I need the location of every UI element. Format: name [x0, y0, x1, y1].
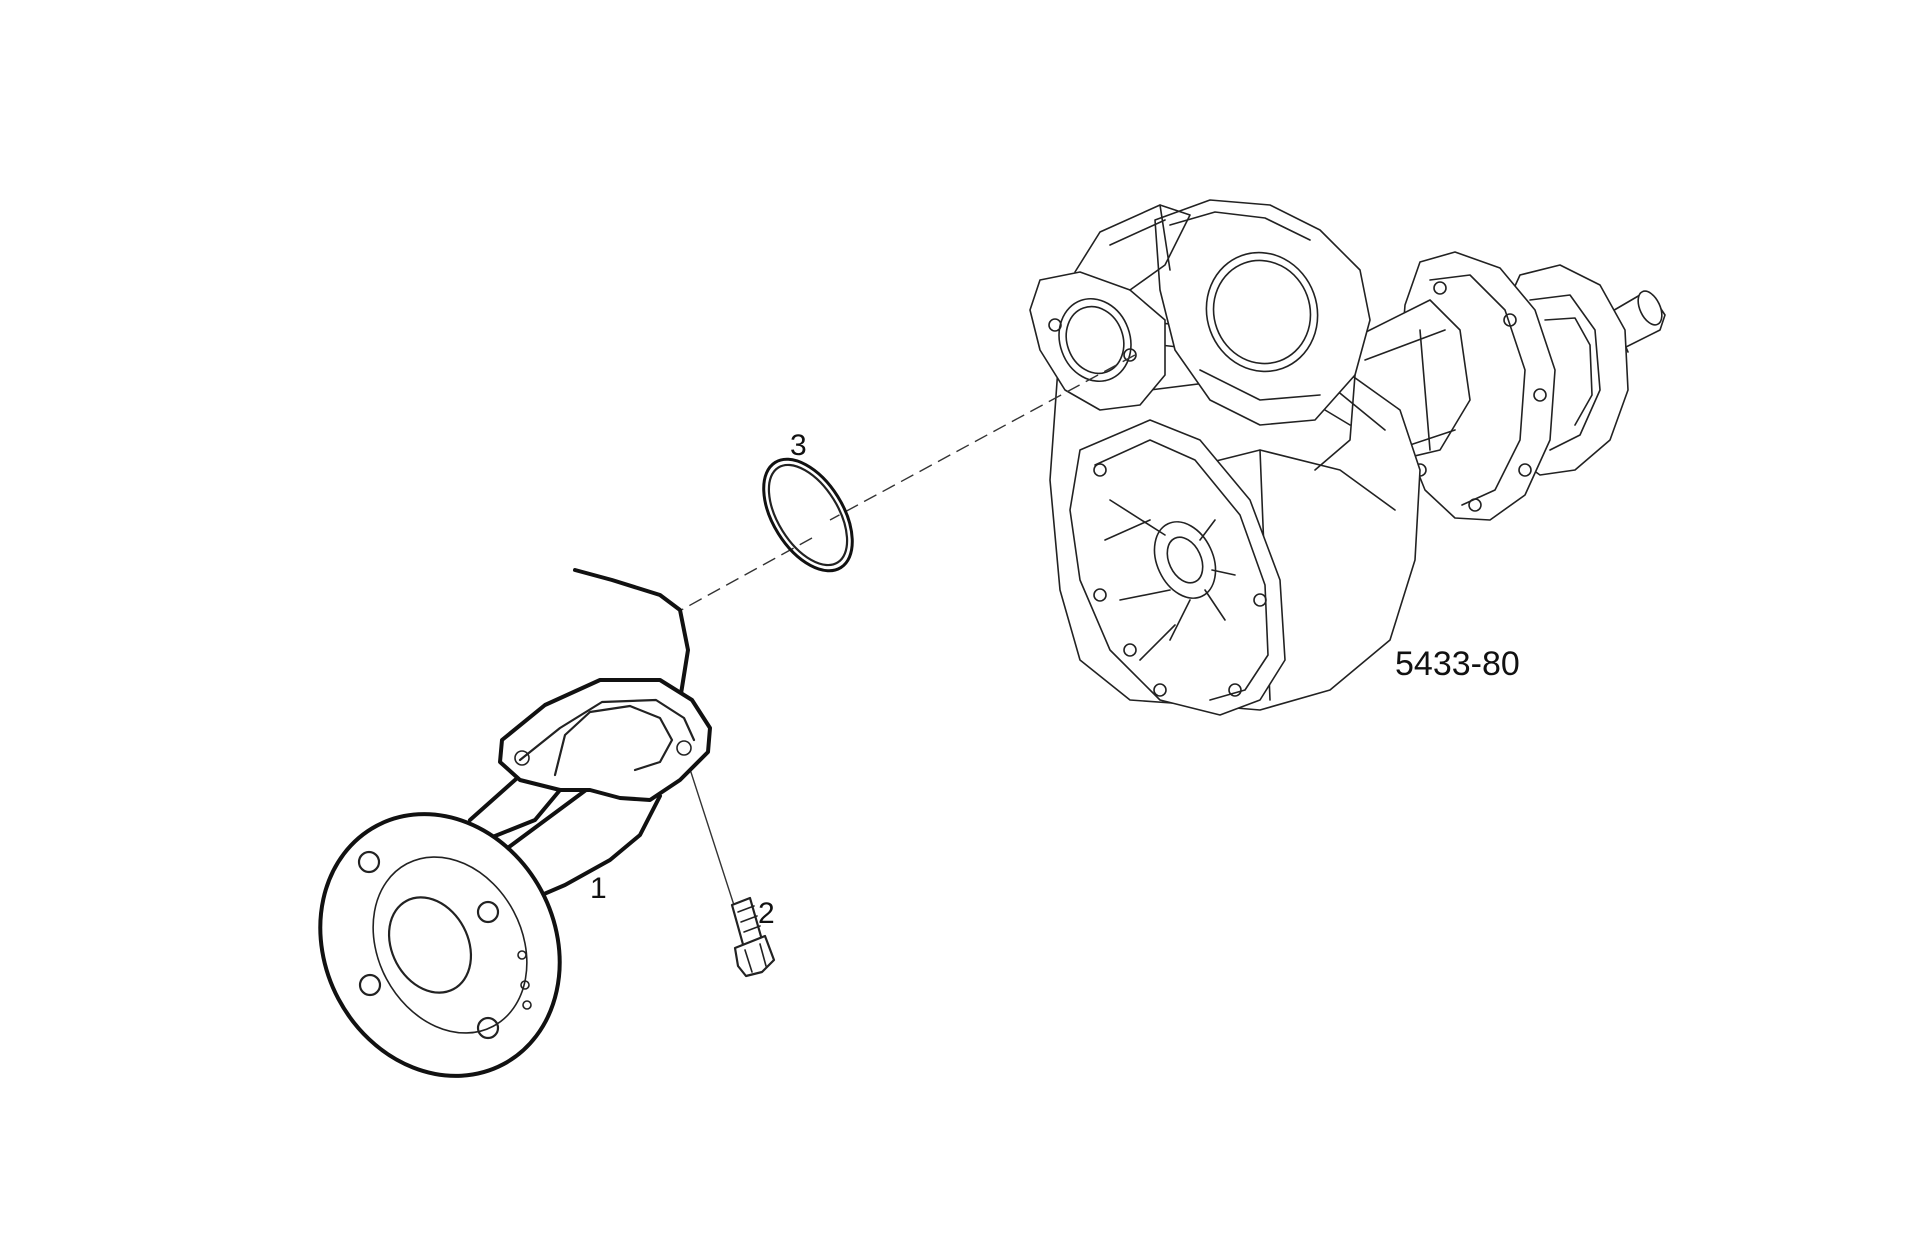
center-line-oring-to-housing	[829, 354, 1136, 521]
drawing-number: 5433-80	[1395, 645, 1520, 683]
o-ring-seal	[762, 457, 854, 573]
callout-2: 2	[758, 897, 775, 930]
pump-housing	[1029, 199, 1666, 716]
suction-elbow-pipe	[318, 568, 712, 1078]
front-cover	[1069, 419, 1286, 716]
callout-1: 1	[590, 872, 607, 905]
hex-bolt	[730, 896, 776, 978]
callout-3: 3	[790, 429, 807, 462]
elbow-top-flange	[498, 678, 712, 802]
callout-labels: 1 2 3 5433-80	[590, 429, 1520, 930]
inlet-flange	[1029, 204, 1191, 411]
outlet-flange	[1154, 199, 1371, 471]
elbow-round-flange	[318, 812, 562, 1078]
